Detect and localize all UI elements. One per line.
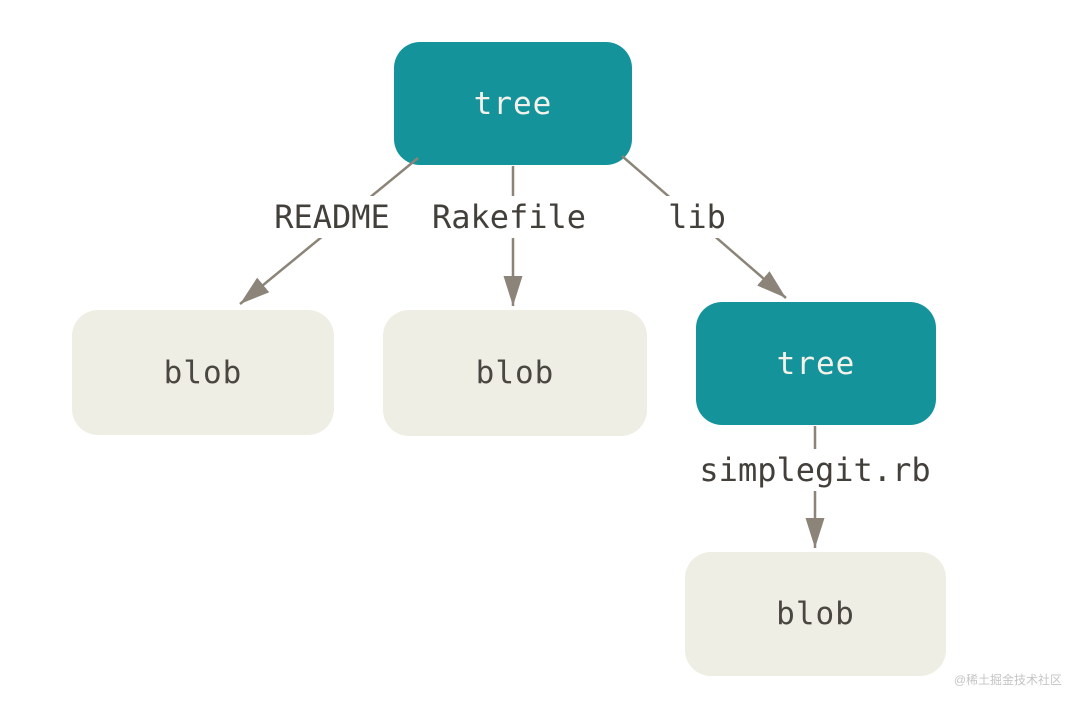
edge-label-readme: README — [266, 196, 398, 238]
node-tree-lib: tree — [696, 302, 936, 425]
node-blob-readme-label: blob — [163, 354, 243, 391]
edge-label-rakefile: Rakefile — [423, 196, 595, 238]
edge-label-simplegit-rb: simplegit.rb — [691, 449, 939, 491]
node-blob-rakefile-label: blob — [475, 355, 555, 391]
juejin-watermark: @稀土掘金技术社区 — [953, 673, 1062, 687]
node-blob-readme: blob — [72, 310, 334, 435]
node-tree-root: tree — [394, 42, 632, 165]
node-tree-root-label: tree — [473, 85, 553, 122]
node-blob-rakefile: blob — [383, 310, 647, 436]
node-blob-simplegit: blob — [685, 552, 946, 676]
node-blob-simplegit-label: blob — [776, 596, 855, 632]
node-tree-lib-label: tree — [776, 345, 856, 382]
edge-label-lib: lib — [660, 196, 734, 238]
